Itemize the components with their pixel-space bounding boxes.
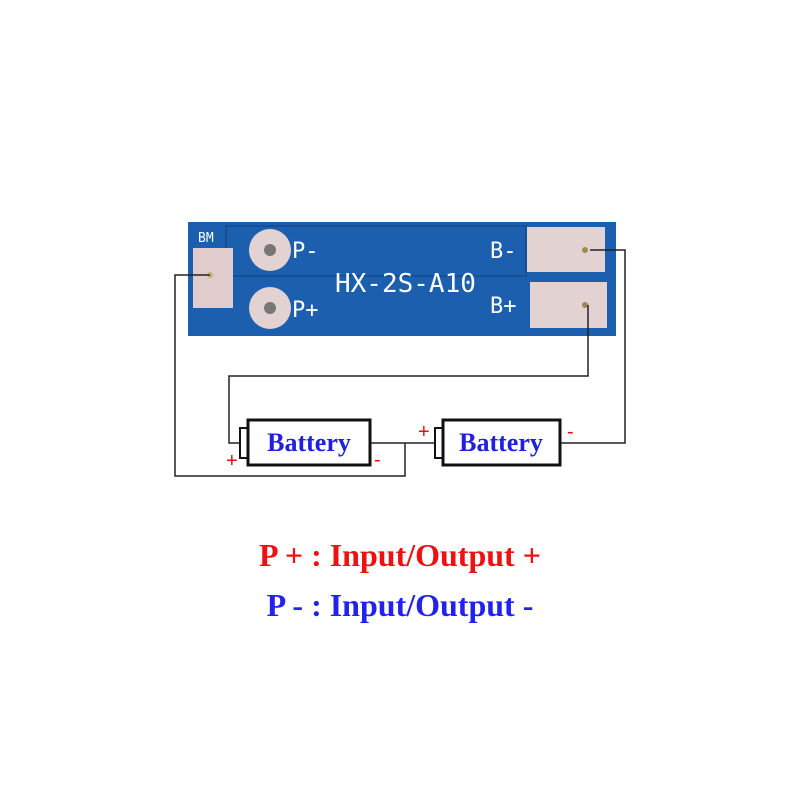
wire-b-plus <box>228 305 589 444</box>
wires <box>174 249 626 477</box>
b-minus-label: B- <box>490 239 517 264</box>
battery-1-label: Battery <box>267 428 351 457</box>
legend-p-plus: P + : Input/Output + <box>259 537 541 573</box>
battery-1: Battery + - <box>226 418 381 472</box>
battery-1-plus: + <box>226 450 238 472</box>
battery-2: Battery + - <box>418 418 574 467</box>
p-minus-label: P- <box>292 239 319 264</box>
legend-p-minus: P - : Input/Output - <box>266 587 534 623</box>
p-plus-label: P+ <box>292 298 319 323</box>
b-plus-pad <box>530 282 607 328</box>
battery-1-minus: - <box>374 449 381 471</box>
battery-2-plus: + <box>418 421 430 443</box>
wire-b-minus <box>560 249 626 444</box>
pcb-board: BM P- P+ HX-2S-A10 B- B+ <box>188 222 616 336</box>
bm-label: BM <box>198 231 214 246</box>
battery-2-minus: - <box>567 421 574 443</box>
wire-bm <box>174 274 406 477</box>
board-model-label: HX-2S-A10 <box>335 269 476 299</box>
bm-pad <box>193 248 233 308</box>
battery-2-label: Battery <box>459 428 543 457</box>
b-plus-label: B+ <box>490 294 517 319</box>
